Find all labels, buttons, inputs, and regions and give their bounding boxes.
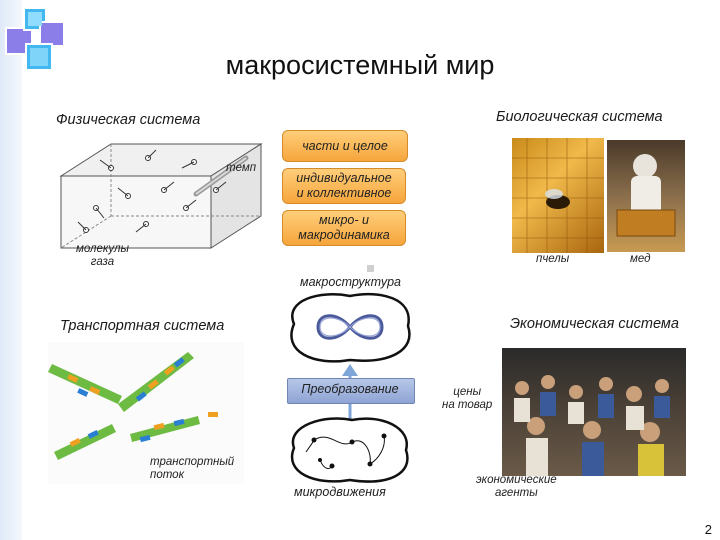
micro-macro-dynamics-box: микро- и макродинамика	[282, 210, 406, 246]
page-title: макросистемный мир	[225, 50, 495, 80]
parts-and-whole-box: части и целое	[282, 130, 408, 162]
economic-agents-label: экономические агенты	[476, 474, 557, 499]
micromotion-label: микродвижения	[294, 485, 386, 499]
corner-squares-logo	[5, 7, 65, 71]
transport-system-label: Транспортная система	[60, 318, 225, 334]
left-decor-bar	[0, 0, 22, 540]
transformation-bar	[287, 378, 415, 404]
prices-label: цены на товар	[442, 386, 493, 411]
macrostructure-label: макроструктура	[300, 275, 401, 289]
traders-photo	[502, 348, 686, 476]
physical-system-label: Физическая система	[56, 112, 201, 128]
page-number: 2	[704, 522, 712, 537]
transport-flow-diagram	[48, 342, 244, 484]
individual-collective-box: индивидуальное и коллективное	[282, 168, 406, 204]
connector-square	[367, 265, 374, 272]
economic-system-label: Экономическая система	[510, 316, 679, 332]
macro-micro-diagram	[290, 292, 411, 483]
bees-label: пчелы	[536, 253, 570, 265]
temperature-label: темп	[226, 162, 257, 174]
transport-flow-label: транспортный поток	[150, 456, 235, 481]
transformation-label: Преобразование	[301, 382, 399, 396]
honey-label: мед	[630, 253, 651, 265]
beekeeper-photo	[607, 140, 685, 252]
gas-molecules-label: молекулы газа	[76, 243, 129, 268]
gas-box-diagram	[59, 143, 263, 249]
bees-photo	[512, 138, 604, 253]
biological-system-label: Биологическая система	[496, 109, 663, 125]
